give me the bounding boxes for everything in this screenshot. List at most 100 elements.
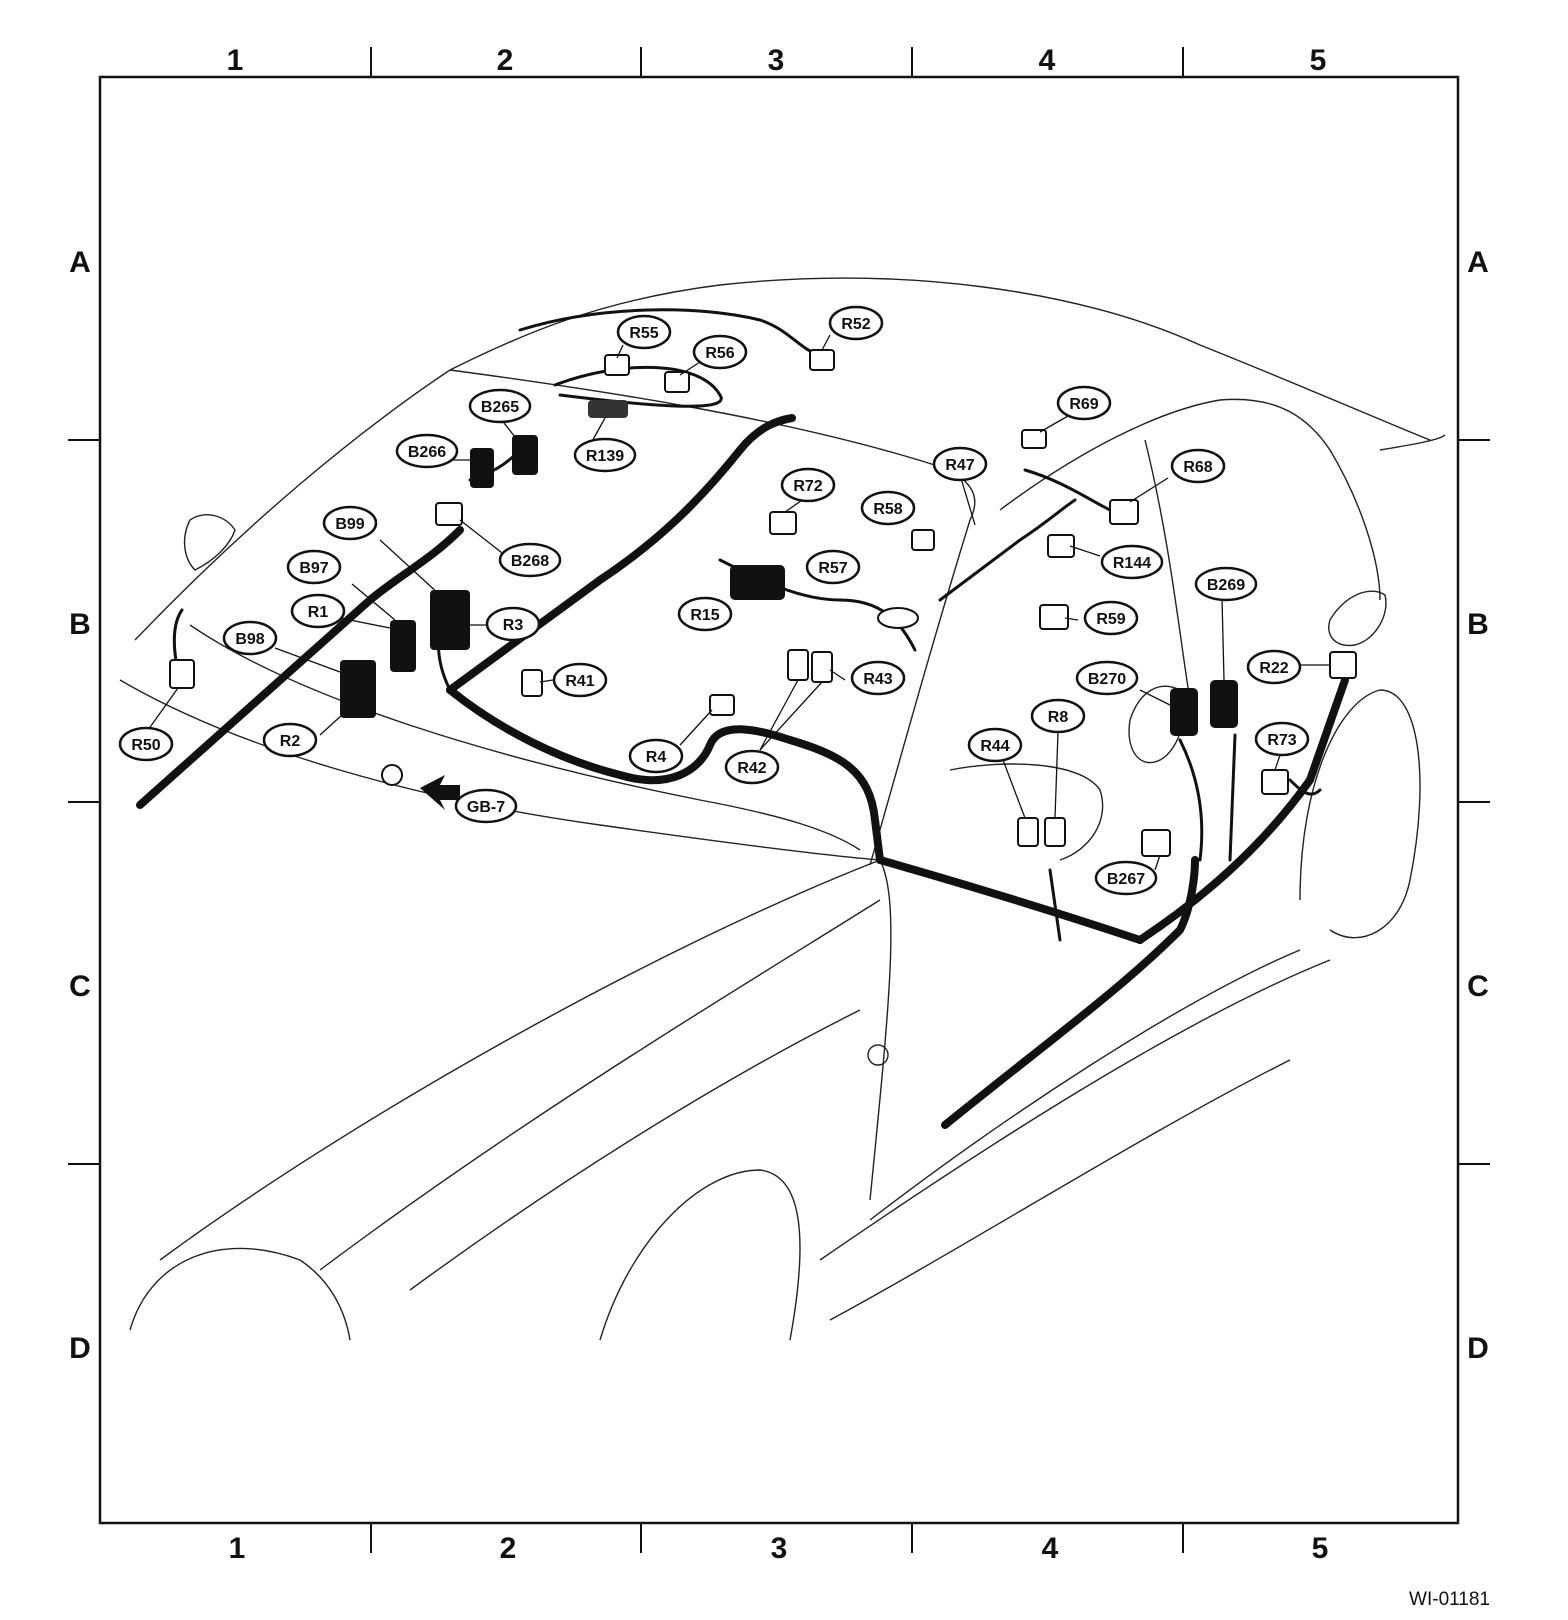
callout-label: R59: [1096, 611, 1125, 628]
callout-r55: R55: [616, 314, 672, 350]
callout-r43: R43: [850, 660, 906, 696]
callout-label: R2: [280, 733, 301, 750]
col-label: 2: [500, 1532, 517, 1565]
callout-r22: R22: [1246, 649, 1302, 685]
callout-label: R42: [737, 760, 766, 777]
col-label: 5: [1310, 44, 1327, 77]
row-label: B: [69, 608, 91, 641]
callout-label: R1: [308, 604, 329, 621]
callouts: R55 R56 R52 B265 R139 B266 R69 R47 R68 R…: [118, 305, 1310, 896]
col-label: 4: [1042, 1532, 1059, 1565]
callout-b98: B98: [222, 620, 278, 656]
col-label: 1: [229, 1532, 246, 1565]
col-label: 5: [1312, 1532, 1329, 1565]
callout-label: B99: [335, 516, 364, 533]
callout-label: R139: [586, 448, 624, 465]
callout-label: R15: [690, 607, 719, 624]
callout-label: R8: [1048, 709, 1069, 726]
column-labels-top: 1 2 3 4 5: [227, 44, 1327, 77]
callout-r144: R144: [1100, 544, 1164, 580]
callout-label: R56: [705, 345, 734, 362]
callout-label: R44: [980, 738, 1009, 755]
row-label: B: [1467, 608, 1489, 641]
callout-gb-7: GB-7: [454, 788, 518, 824]
callout-label: B267: [1107, 871, 1145, 888]
diagram-frame: [98, 75, 1460, 1525]
callout-label: R58: [873, 501, 902, 518]
col-label: 1: [227, 44, 244, 77]
column-labels-bottom: 1 2 3 4 5: [229, 1532, 1329, 1565]
col-label: 3: [771, 1532, 788, 1565]
callout-label: R144: [1113, 555, 1151, 572]
callout-label: R55: [629, 325, 658, 342]
callout-b269: B269: [1194, 566, 1258, 602]
row-label: C: [69, 970, 91, 1003]
callout-label: B270: [1088, 671, 1126, 688]
callout-r15: R15: [677, 596, 733, 632]
row-label: A: [1467, 246, 1489, 279]
callout-r8: R8: [1030, 698, 1086, 734]
row-labels-left: A B C D: [69, 246, 91, 1365]
callout-b268: B268: [498, 542, 562, 578]
callout-r44: R44: [967, 727, 1023, 763]
callout-label: B266: [408, 444, 446, 461]
callout-r139: R139: [573, 437, 637, 473]
callout-label: R43: [863, 671, 892, 688]
callout-r4: R4: [628, 738, 684, 774]
col-label: 4: [1039, 44, 1056, 77]
grid-ticks: [68, 47, 1490, 1553]
callout-label: R41: [565, 673, 594, 690]
connector-shapes: [169, 349, 1357, 857]
callout-r42: R42: [724, 749, 780, 785]
callout-r50: R50: [118, 726, 174, 762]
callout-b265: B265: [468, 388, 532, 424]
callout-label: GB-7: [467, 799, 505, 816]
row-label: D: [69, 1332, 91, 1365]
callout-b270: B270: [1075, 660, 1139, 696]
callout-label: R22: [1259, 660, 1288, 677]
callout-label: B269: [1207, 577, 1245, 594]
callout-r41: R41: [552, 662, 608, 698]
callout-label: B97: [299, 560, 328, 577]
callout-label: R3: [503, 617, 524, 634]
callout-label: B268: [511, 553, 549, 570]
callout-r57: R57: [805, 549, 861, 585]
callout-label: R47: [945, 457, 974, 474]
car-body-outline: [119, 277, 1446, 1341]
figure-code: WI-01181: [1409, 1589, 1490, 1610]
col-label: 3: [768, 44, 785, 77]
callout-b97: B97: [286, 549, 342, 585]
callout-r73: R73: [1254, 721, 1310, 757]
callout-b266: B266: [395, 433, 459, 469]
callout-b267: B267: [1094, 860, 1158, 896]
callout-r52: R52: [828, 305, 884, 341]
col-label: 2: [497, 44, 514, 77]
callout-r69: R69: [1056, 385, 1112, 421]
callout-label: R69: [1069, 396, 1098, 413]
callout-r72: R72: [780, 467, 836, 503]
callout-r2: R2: [262, 722, 318, 758]
callout-r59: R59: [1083, 600, 1139, 636]
callout-r47: R47: [932, 446, 988, 482]
row-labels-right: A B C D: [1467, 246, 1489, 1365]
callout-r56: R56: [692, 334, 748, 370]
callout-label: R57: [818, 560, 847, 577]
callout-label: R4: [646, 749, 667, 766]
callout-label: R68: [1183, 459, 1212, 476]
callout-r1: R1: [290, 593, 346, 629]
callout-b99: B99: [322, 505, 378, 541]
callout-label: R73: [1267, 732, 1296, 749]
callout-label: R72: [793, 478, 822, 495]
callout-r3: R3: [485, 606, 541, 642]
callout-label: B265: [481, 399, 519, 416]
callout-label: R52: [841, 316, 870, 333]
wiring-harness: [136, 308, 1349, 1129]
leader-lines: [147, 334, 1330, 871]
callout-label: R50: [131, 737, 160, 754]
callout-label: B98: [235, 631, 264, 648]
row-label: A: [69, 246, 91, 279]
callout-r58: R58: [860, 490, 916, 526]
row-label: C: [1467, 970, 1489, 1003]
callout-r68: R68: [1170, 448, 1226, 484]
